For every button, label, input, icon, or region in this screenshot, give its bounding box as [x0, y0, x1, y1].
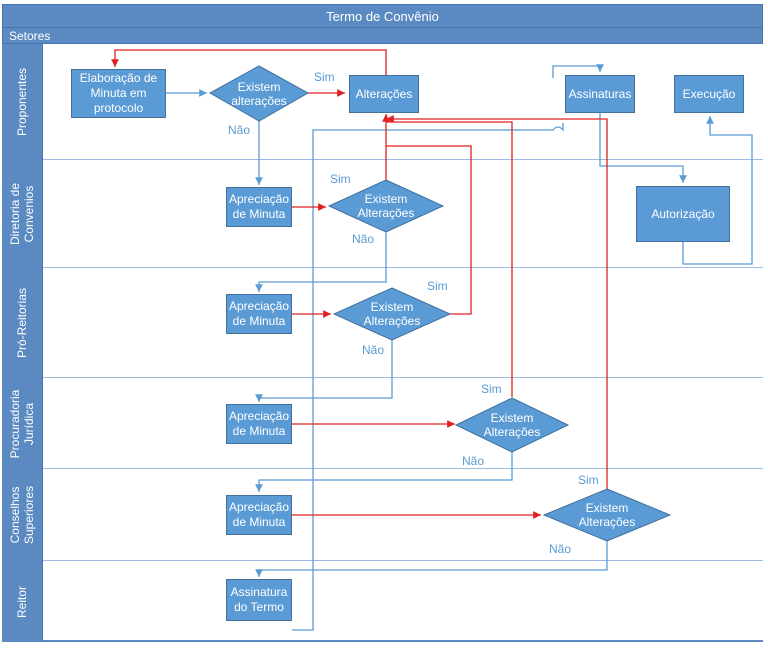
label-sim-3: Sim	[427, 279, 448, 293]
box-elaboracao-minuta: Elaboração de Minuta em protocolo	[71, 69, 166, 118]
label-sim-5: Sim	[578, 473, 599, 487]
lane-conselhos	[43, 469, 763, 561]
label-nao-3: Não	[362, 343, 385, 357]
lane-procuradoria	[43, 378, 763, 469]
edge-nao-to-cons	[255, 452, 513, 492]
edge-termo-to-assinaturas	[292, 123, 564, 631]
label-sim-2: Sim	[330, 172, 351, 186]
decision-procuradoria	[454, 397, 570, 453]
edge-alteracoes-to-elab	[111, 49, 387, 75]
box-assinatura-termo: Assinatura do Termo	[226, 579, 292, 621]
label-nao-2: Não	[352, 232, 375, 246]
lane-pro-reitorias	[43, 268, 763, 378]
edge-nao-to-proc	[255, 340, 393, 402]
setores-header: Setores	[2, 28, 763, 44]
box-execucao: Execução	[674, 75, 744, 113]
label-sim-1: Sim	[314, 70, 335, 84]
box-assinaturas: Assinaturas	[565, 75, 635, 113]
label-nao-1: Não	[228, 123, 251, 137]
lane-label-pro-reitorias: Pró-Reitorias	[2, 268, 43, 378]
edge-autorizacao-to-execucao	[682, 116, 753, 265]
edge-loop-assinaturas	[552, 64, 604, 78]
diagram-title: Termo de Convênio	[2, 4, 763, 28]
box-alteracoes: Alterações	[349, 75, 419, 113]
box-apreciacao-pro-reitorias: Apreciação de Minuta	[226, 294, 292, 334]
box-apreciacao-procuradoria: Apreciação de Minuta	[226, 404, 292, 444]
decision-diretoria	[327, 179, 445, 233]
lane-reitor	[43, 561, 763, 642]
decision-proponentes	[208, 65, 310, 122]
edge-assinaturas-to-autorizacao	[599, 113, 687, 183]
box-apreciacao-diretoria: Apreciação de Minuta	[226, 187, 292, 227]
lane-label-proponentes: Proponentes	[2, 44, 43, 160]
lane-diretoria	[43, 160, 763, 268]
label-sim-4: Sim	[481, 382, 502, 396]
decision-pro-reitorias	[332, 287, 452, 341]
label-nao-4: Não	[462, 454, 485, 468]
label-nao-5: Não	[549, 542, 572, 556]
box-autorizacao: Autorização	[636, 186, 730, 242]
edge-sim-proc	[386, 121, 513, 397]
lane-proponentes	[43, 44, 763, 160]
box-apreciacao-conselhos: Apreciação de Minuta	[226, 495, 292, 535]
lane-label-reitor: Reitor	[2, 561, 43, 642]
decision-conselhos	[542, 488, 672, 542]
edge-nao-to-pro	[255, 230, 387, 292]
edge-sim-cons	[386, 115, 608, 492]
edge-nao-to-reitor	[255, 540, 608, 577]
